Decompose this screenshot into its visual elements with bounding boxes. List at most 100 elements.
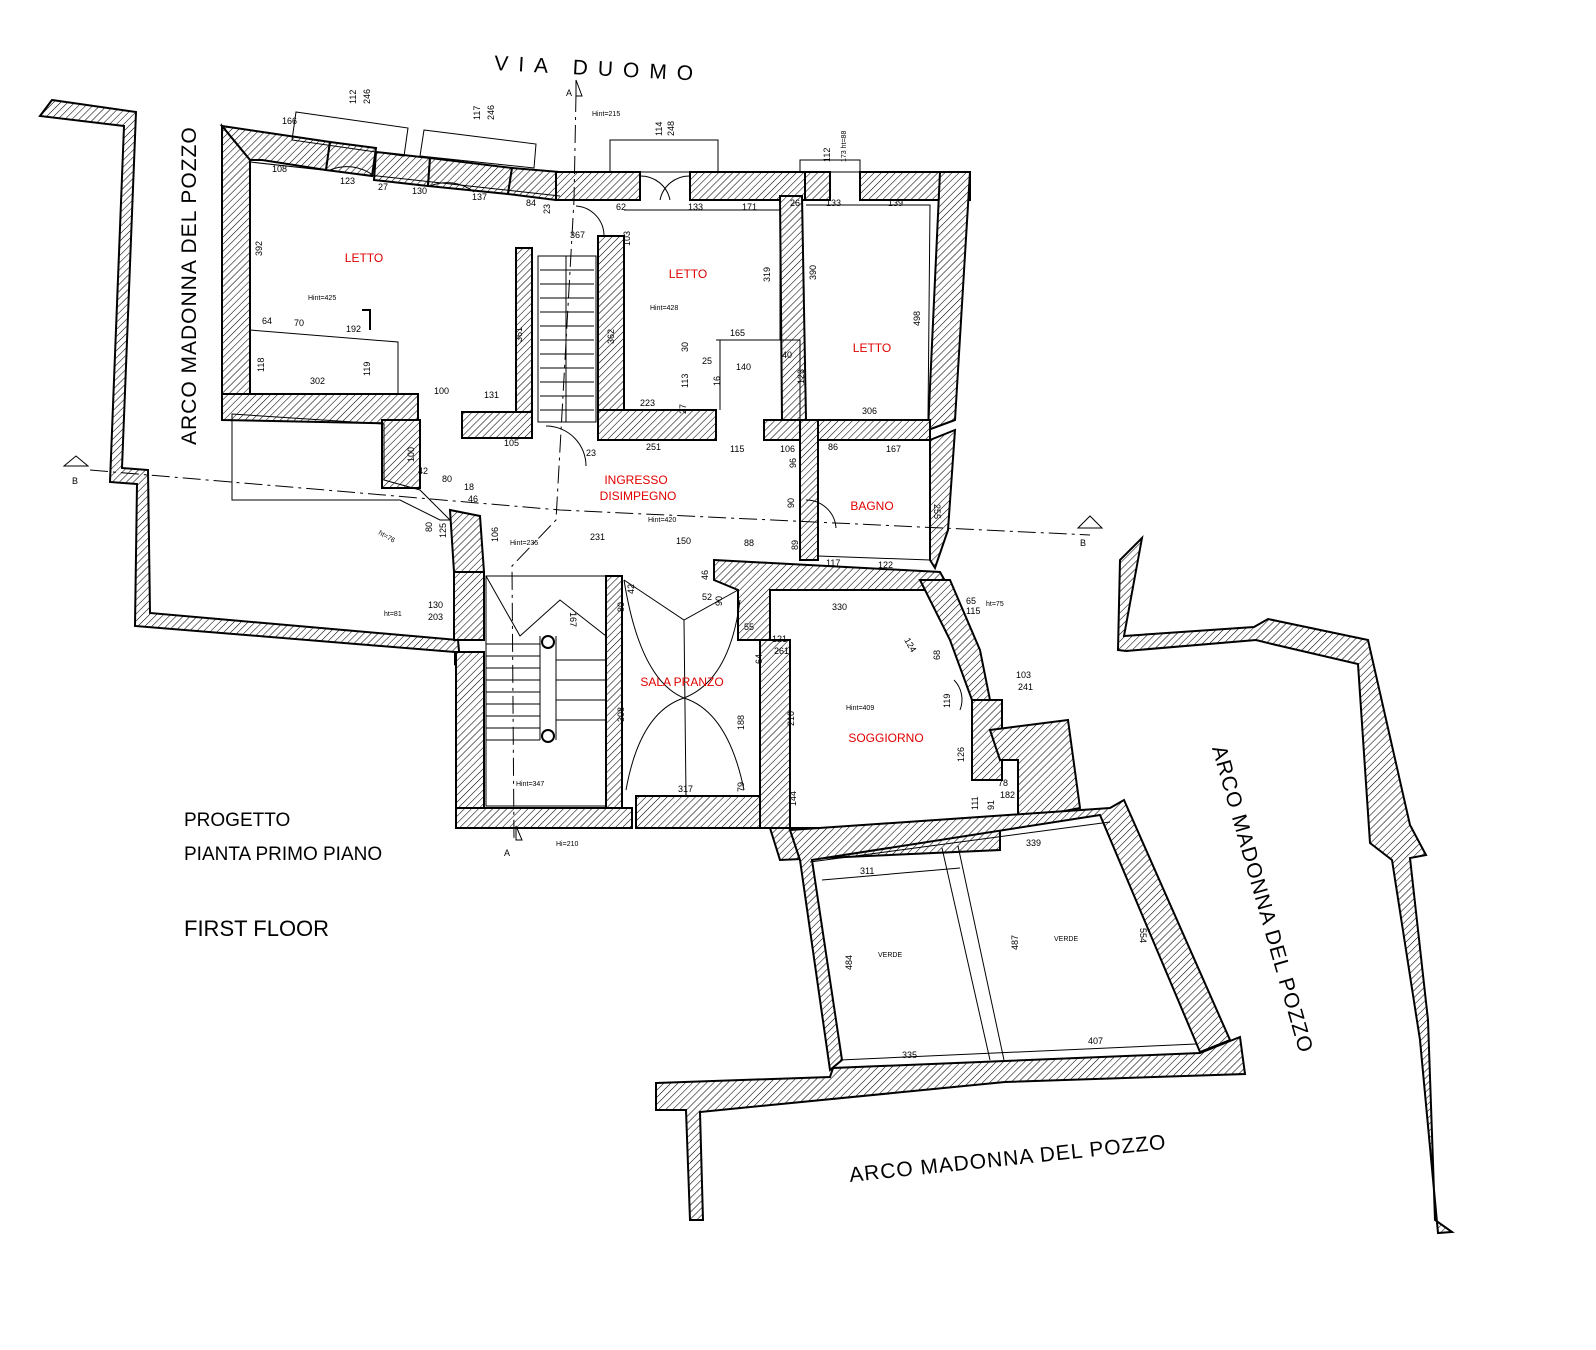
dim-label: 123 [796, 369, 806, 384]
dim-label: 91 [986, 800, 996, 810]
dim-label: 248 [666, 121, 676, 136]
dim-label: 223 [640, 398, 655, 408]
street-arco-west: ARCO MADONNA DEL POZZO [178, 126, 201, 445]
room-bagno: BAGNO [850, 499, 893, 513]
upper-stair [537, 255, 597, 423]
height-hi210: Hi=210 [556, 841, 578, 848]
dim-label: 317 [678, 784, 693, 794]
dim-label: 112 [348, 90, 358, 104]
dim-label: 130 [412, 186, 427, 196]
height-ht76: ht=76 [377, 530, 396, 545]
dim-label: 126 [956, 747, 966, 762]
dim-label: 46 [700, 570, 710, 580]
dim-label: 100 [434, 386, 449, 396]
dim-label: 78 [998, 778, 1008, 788]
dim-label: 124 [902, 636, 918, 654]
dim-label: 133 [826, 198, 841, 208]
dim-label: 114 [654, 122, 664, 136]
dim-label: 42 [418, 466, 428, 476]
height-letto-2: Hint=428 [650, 305, 678, 312]
room-outlines [231, 111, 1197, 1061]
dim-label: 167 [568, 612, 578, 627]
dim-label: 140 [736, 362, 751, 372]
dim-label: 52 [702, 592, 712, 602]
caption-project: PROGETTO [184, 810, 290, 831]
dim-label: 79 [736, 782, 746, 792]
height-balcony: Hint=215 [592, 111, 620, 118]
room-verde-1: VERDE [878, 952, 902, 959]
dim-label: 390 [808, 265, 818, 280]
dimension-labels: 166 112 246 117 246 114 248 112 108 123 … [254, 89, 1148, 1060]
dim-label: 23 [586, 448, 596, 458]
dim-label: 89 [790, 540, 800, 550]
dim-label: 484 [844, 955, 854, 970]
dim-label: 188 [736, 715, 746, 730]
dim-label: 62 [616, 202, 626, 212]
vault-lines [623, 579, 745, 797]
dim-label: 113 [680, 374, 690, 388]
dim-label: 407 [1088, 1036, 1103, 1046]
dim-label: 171 [742, 202, 757, 212]
dim-label: 210 [786, 711, 796, 726]
dim-label: 166 [282, 116, 297, 126]
dim-label: 118 [256, 358, 266, 372]
dim-label: 125 [438, 523, 448, 538]
dim-label: 90 [714, 596, 724, 606]
dim-label: 27 [678, 404, 688, 414]
dim-label: 64 [262, 316, 272, 326]
height-soggiorno: Hint=409 [846, 705, 874, 712]
dim-label: 40 [782, 350, 792, 360]
height-scala-top: Hint=235 [510, 540, 538, 547]
dim-label: 487 [1010, 935, 1020, 950]
height-window: 173 ht=88 [841, 131, 848, 162]
room-letto-1: LETTO [345, 251, 383, 265]
room-ingresso: INGRESSO [604, 473, 667, 487]
dim-label: 119 [362, 362, 372, 376]
lower-stair [485, 575, 607, 807]
dim-label: 84 [526, 198, 536, 208]
dim-label: 42 [626, 584, 636, 594]
room-verde-2: VERDE [1054, 936, 1078, 943]
dim-label: 251 [646, 442, 661, 452]
dim-label: 103 [622, 231, 632, 246]
dim-label: 103 [1016, 670, 1031, 680]
room-soggiorno: SOGGIORNO [848, 731, 923, 745]
dim-label: 121 [772, 634, 787, 644]
street-via-duomo: VIA DUOMO [494, 52, 704, 86]
dim-label: 23 [542, 204, 552, 214]
dim-label: 255 [932, 504, 942, 519]
dim-label: 362 [606, 329, 616, 344]
caption-plan: PIANTA PRIMO PIANO [184, 844, 382, 865]
dim-label: 108 [272, 164, 287, 174]
section-a-bottom: A [504, 848, 510, 858]
dim-label: 131 [484, 390, 499, 400]
dim-label: 90 [786, 498, 796, 508]
dim-label: 308 [616, 707, 626, 722]
dim-label: 64 [754, 654, 764, 664]
dim-label: 117 [472, 106, 482, 120]
dim-label: 65 [966, 596, 976, 606]
dim-label: 335 [902, 1050, 917, 1060]
dim-label: 106 [490, 527, 500, 542]
dim-label: 554 [1138, 928, 1148, 943]
dim-label: 241 [1018, 682, 1033, 692]
section-b-left: B [72, 476, 78, 486]
section-b-right: B [1080, 538, 1086, 548]
height-ingresso: Hint=420 [648, 517, 676, 524]
dim-label: 339 [1026, 838, 1041, 848]
dim-label: 46 [468, 494, 478, 504]
street-arco-south: ARCO MADONNA DEL POZZO [848, 1131, 1167, 1187]
height-letto-1: Hint=425 [308, 295, 336, 302]
east-boundary-wall [1116, 535, 1455, 1235]
room-disimpegno: DISIMPEGNO [600, 489, 677, 503]
dim-label: 498 [912, 311, 922, 326]
height-scala: Hint=347 [516, 781, 544, 788]
dim-label: 25 [702, 356, 712, 366]
section-a-top: A [566, 88, 572, 98]
dim-label: 86 [828, 442, 838, 452]
dim-label: 117 [826, 558, 840, 568]
dim-label: 311 [860, 866, 874, 876]
height-ht75: ht=75 [986, 601, 1004, 608]
dim-label: 203 [428, 612, 443, 622]
